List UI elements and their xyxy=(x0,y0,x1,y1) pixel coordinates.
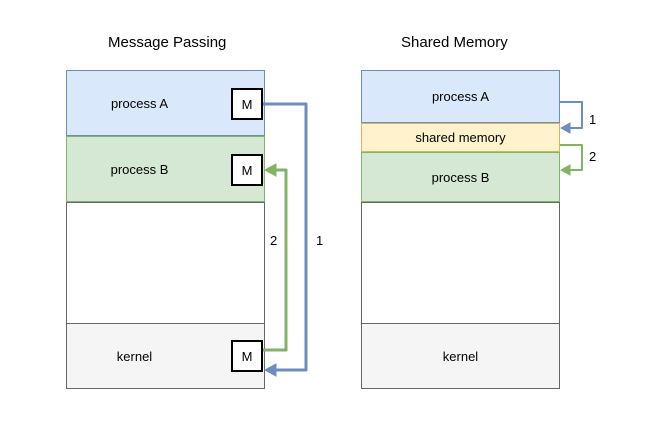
sm-step-1-label: 1 xyxy=(589,112,597,127)
sm-process-b: process B xyxy=(361,152,560,202)
sm-arrow-1-head xyxy=(559,122,571,134)
mp-arrow-2 xyxy=(263,168,288,352)
mp-message-box-process-a: M xyxy=(231,88,263,120)
sm-arrow-2-head xyxy=(559,164,571,176)
sm-process-a: process A xyxy=(361,70,560,123)
mp-process-a-label: process A xyxy=(110,95,169,111)
sm-shared-memory-label: shared memory xyxy=(415,130,506,145)
sm-process-a-label: process A xyxy=(431,89,490,104)
sm-empty-space xyxy=(361,202,560,324)
mp-message-box-kernel: M xyxy=(231,340,263,372)
mp-arrow-1 xyxy=(263,102,308,372)
mp-step-1-label: 1 xyxy=(316,233,324,248)
sm-kernel: kernel xyxy=(361,323,560,389)
sm-arrow-2 xyxy=(560,144,583,171)
message-passing-title: Message Passing xyxy=(108,34,227,51)
sm-kernel-label: kernel xyxy=(442,348,479,364)
sm-shared-memory: shared memory xyxy=(361,123,560,152)
sm-step-2-label: 2 xyxy=(589,149,597,164)
mp-kernel-label: kernel xyxy=(116,348,153,364)
mp-step-2-label: 2 xyxy=(270,233,278,248)
mp-arrow-1-head xyxy=(263,363,277,377)
mp-arrow-2-head xyxy=(263,163,277,177)
sm-arrow-1 xyxy=(560,101,583,129)
mp-process-b-label: process B xyxy=(110,161,169,177)
shared-memory-title: Shared Memory xyxy=(401,34,508,51)
mp-message-box-process-b: M xyxy=(231,154,263,186)
sm-process-b-label: process B xyxy=(431,169,490,185)
